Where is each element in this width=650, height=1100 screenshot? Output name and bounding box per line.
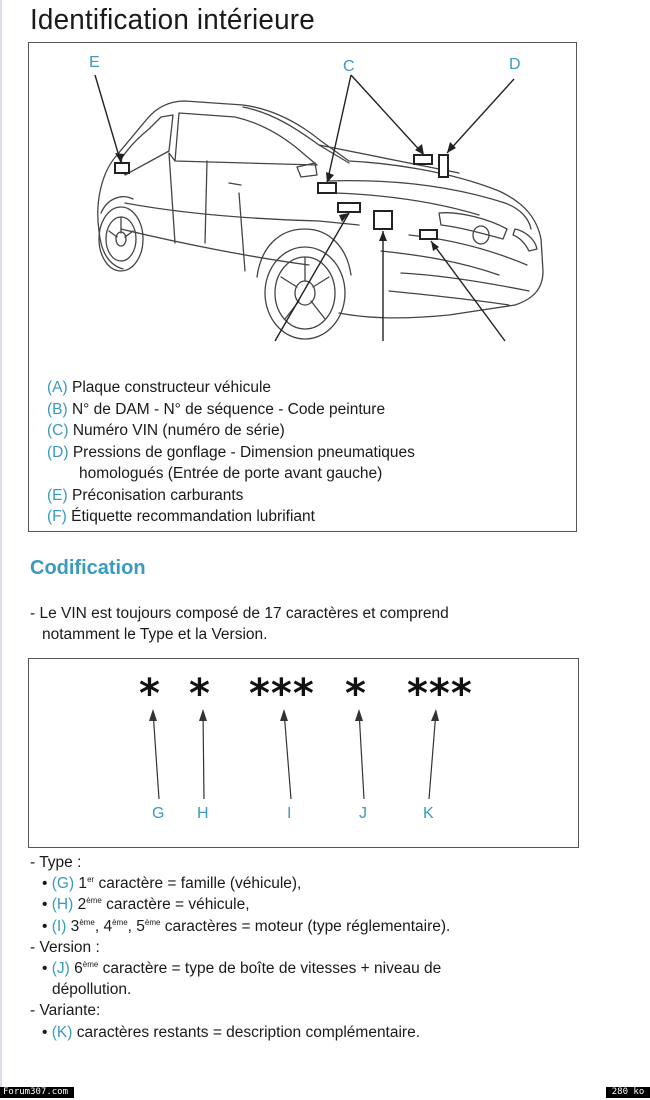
vin-arrows [149,709,439,800]
footer-site-label: Forum307.com [0,1087,74,1098]
vin-letter-i: I [287,805,292,822]
vin-stars-h: * [189,671,211,717]
detail-i: • (I) 3ème, 4ème, 5ème caractères = mote… [42,917,451,935]
page-title: Identification intérieure [30,4,315,36]
callout-d: D [509,56,521,73]
legend: (A) Plaque constructeur véhicule (B) N° … [47,377,567,528]
vin-stars-g: * [139,671,161,717]
detail-j: • (J) 6ème caractère = type de boîte de … [42,960,442,978]
detail-k: • (K) caractères restants = description … [42,1023,421,1041]
legend-item-f: (F) Étiquette recommandation lubrifiant [47,508,315,525]
vin-stars-i: *** [249,671,315,717]
detail-j-cont: dépollution. [52,981,132,999]
vin-letter-j: J [359,805,367,822]
vin-letter-g: G [152,805,165,822]
callout-e: E [89,54,100,71]
vin-stars-j: * [345,671,367,717]
vin-letter-k: K [423,805,434,822]
vin-stars-k: *** [407,671,473,717]
vin-panel: * * *** * *** G H I J K [28,658,579,848]
codification-heading: Codification [30,557,146,579]
legend-item-b: (B) N° de DAM - N° de séquence - Code pe… [47,400,386,418]
type-label: - Type : [30,854,82,871]
detail-g: • (G) 1er caractère = famille (véhicule)… [42,875,302,893]
variante-label: - Variante: [30,1002,101,1020]
legend-item-d-cont: homologués (Entrée de porte avant gauche… [79,465,383,482]
footer-size-label: 280 ko [606,1087,650,1098]
legend-item-d: (D) Pressions de gonflage - Dimension pn… [47,443,415,461]
codification-intro: - Le VIN est toujours composé de 17 cara… [30,603,585,645]
version-label: - Version : [30,938,100,956]
vin-details: - Type : • (G) 1er caractère = famille (… [30,852,580,1043]
legend-item-c: (C) Numéro VIN (numéro de série) [47,422,285,439]
callout-c: C [343,58,355,75]
car-illustration: E C D B A F [89,54,544,342]
legend-item-a: (A) Plaque constructeur véhicule [47,379,272,396]
legend-item-e: (E) Préconisation carburants [47,486,244,504]
vin-letter-h: H [197,805,209,822]
identification-panel: E C D B A F (A) Plaque constructeur véhi… [28,42,577,532]
page-edge [0,0,2,1090]
detail-h: • (H) 2ème caractère = véhicule, [42,896,250,914]
intro-line-2: notamment le Type et la Version. [42,626,268,643]
intro-line-1: - Le VIN est toujours composé de 17 cara… [30,605,449,622]
